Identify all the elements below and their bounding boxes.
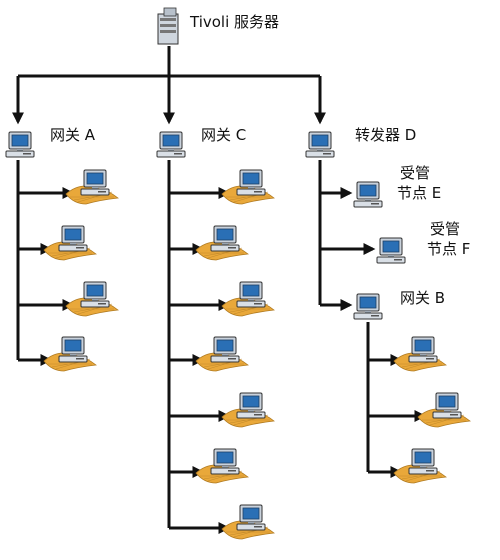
managed-node-f-line2: 节点 F bbox=[427, 240, 470, 258]
endpoint-computer-icon bbox=[44, 226, 96, 260]
managed-node-f-line1: 受管 bbox=[430, 220, 460, 238]
managed-node-e-line2: 节点 E bbox=[397, 184, 441, 202]
computer-icon bbox=[353, 181, 383, 208]
computer-icon bbox=[156, 131, 186, 158]
tivoli-server-node: Tivoli 服务器 bbox=[157, 7, 279, 45]
gateway-c-node: 网关 C bbox=[156, 126, 246, 158]
gateway-c-label: 网关 C bbox=[201, 126, 246, 144]
computer-icon bbox=[305, 131, 335, 158]
endpoint-computer-icon bbox=[418, 393, 470, 427]
endpoint-computer-icon bbox=[222, 393, 274, 427]
endpoint-computer-icon bbox=[66, 170, 118, 204]
endpoint-computer-icon bbox=[394, 337, 446, 371]
computer-icon bbox=[353, 293, 383, 320]
endpoint-computer-icon bbox=[44, 337, 96, 371]
managed-node-e: 受管 节点 E bbox=[353, 164, 441, 208]
computer-icon bbox=[5, 131, 35, 158]
endpoint-computer-icon bbox=[196, 226, 248, 260]
endpoint-computer-icon bbox=[66, 282, 118, 316]
endpoint-computer-icon bbox=[394, 449, 446, 483]
computer-icon bbox=[376, 237, 406, 264]
gateway-a-label: 网关 A bbox=[50, 126, 96, 144]
gateway-b-node: 网关 B bbox=[353, 289, 445, 320]
gateway-b-label: 网关 B bbox=[400, 289, 445, 307]
server-label: Tivoli 服务器 bbox=[189, 13, 279, 31]
endpoint-computer-icon bbox=[196, 337, 248, 371]
endpoint-computer-icon bbox=[222, 170, 274, 204]
server-icon bbox=[157, 7, 179, 45]
top-connectors bbox=[11, 46, 326, 125]
repeater-d-branches bbox=[318, 160, 376, 311]
managed-node-e-line1: 受管 bbox=[400, 164, 430, 182]
endpoint-computer-icon bbox=[196, 449, 248, 483]
gateway-a-node: 网关 A bbox=[5, 126, 96, 158]
managed-node-f: 受管 节点 F bbox=[376, 220, 470, 264]
gateway-c-branches bbox=[167, 160, 231, 534]
repeater-d-node: 转发器 D bbox=[305, 126, 416, 158]
repeater-d-label: 转发器 D bbox=[355, 126, 416, 144]
endpoint-computer-icon bbox=[222, 505, 274, 539]
endpoint-computer-icon bbox=[222, 282, 274, 316]
